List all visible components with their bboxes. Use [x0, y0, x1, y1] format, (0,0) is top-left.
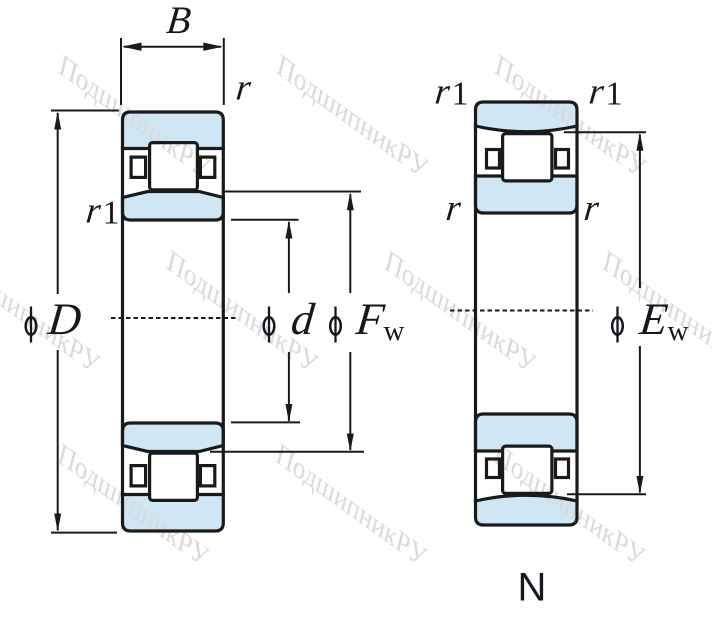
svg-text:F: F: [353, 294, 387, 344]
svg-text:N: N: [518, 566, 547, 610]
svg-text:1: 1: [452, 76, 469, 113]
svg-text:1: 1: [103, 195, 120, 232]
svg-text:w: w: [668, 315, 689, 347]
svg-text:D: D: [45, 294, 84, 344]
svg-text:1: 1: [606, 76, 623, 113]
svg-text:r: r: [582, 188, 601, 229]
svg-text:E: E: [636, 294, 670, 344]
svg-text:r: r: [587, 72, 606, 113]
svg-text:r: r: [433, 72, 452, 113]
svg-text:r: r: [234, 68, 253, 109]
svg-text:B: B: [165, 0, 193, 42]
svg-text:w: w: [384, 315, 405, 347]
svg-text:r: r: [444, 188, 463, 229]
svg-text:r: r: [84, 191, 103, 232]
